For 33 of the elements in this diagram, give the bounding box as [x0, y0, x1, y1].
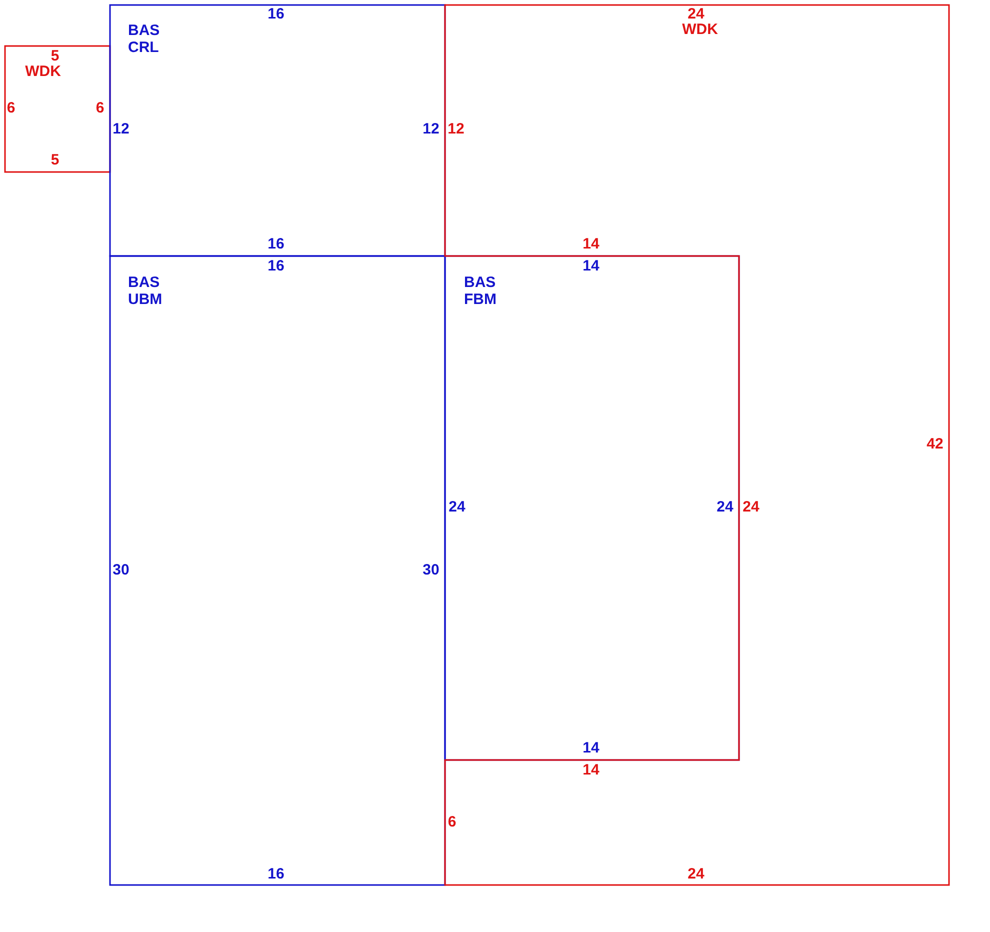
- dimension-label: 16: [268, 258, 284, 274]
- dimension-label: 12: [112, 120, 130, 138]
- room-area: [110, 256, 445, 885]
- dimension-label: 42: [926, 436, 944, 452]
- dimension-label: 24: [716, 498, 734, 516]
- dimension-label: 16: [268, 6, 284, 22]
- dimension-label: 16: [268, 236, 284, 252]
- dimension-label: 24: [688, 866, 704, 882]
- dimension-label: 14: [582, 762, 600, 778]
- dimension-label: 6: [448, 814, 456, 830]
- dimension-label: 6: [6, 100, 16, 116]
- dimension-label: 24: [688, 6, 704, 22]
- dimension-label: 14: [582, 740, 600, 756]
- room-label: WDK: [681, 21, 719, 38]
- dimension-label: 5: [50, 152, 60, 168]
- dimension-label: 12: [422, 120, 440, 138]
- dimension-label: 5: [50, 48, 60, 64]
- dimension-label: 14: [582, 258, 600, 274]
- room-label: BAS CRL: [128, 22, 161, 56]
- room-area: [445, 5, 949, 885]
- dimension-label: 16: [268, 866, 284, 882]
- dimension-label: 6: [96, 100, 104, 116]
- dimension-label: 24: [448, 498, 466, 516]
- dimension-label: 30: [422, 562, 440, 578]
- room-label: BAS UBM: [128, 274, 164, 308]
- dimension-label: 24: [742, 498, 760, 516]
- dimension-label: 30: [112, 562, 130, 578]
- room-label: WDK: [24, 63, 62, 80]
- room-area: [5, 46, 110, 172]
- room-area: [110, 5, 445, 256]
- dimension-label: 12: [448, 120, 464, 138]
- room-label: BAS FBM: [464, 274, 498, 308]
- dimension-label: 14: [582, 236, 600, 252]
